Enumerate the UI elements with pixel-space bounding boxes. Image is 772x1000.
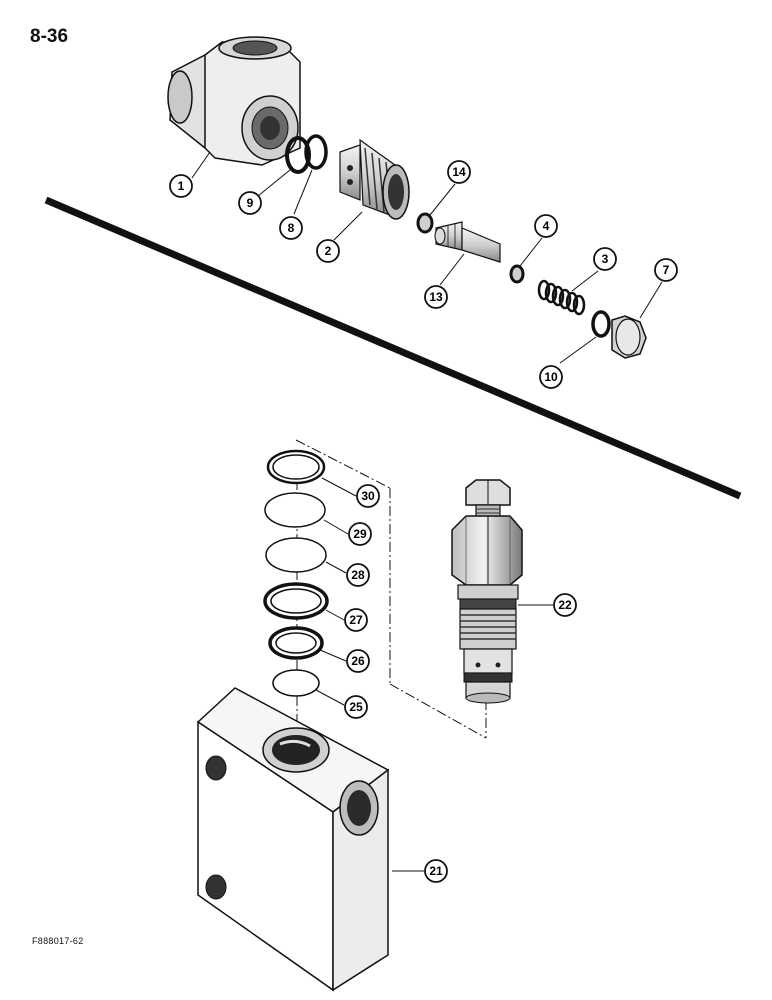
- callout-29: 29: [348, 522, 372, 546]
- svg-text:13: 13: [429, 290, 443, 304]
- part-27-o-ring: [263, 582, 329, 620]
- callout-26: 26: [346, 649, 370, 673]
- svg-text:14: 14: [452, 165, 466, 179]
- callout-7: 7: [654, 258, 678, 282]
- callout-4: 4: [534, 214, 558, 238]
- svg-text:7: 7: [663, 263, 670, 277]
- figure-code: F888017-62: [32, 936, 84, 946]
- part-14-washer: [416, 212, 434, 234]
- part-9-o-ring: [285, 136, 311, 174]
- callout-21: 21: [424, 859, 448, 883]
- svg-text:26: 26: [351, 654, 365, 668]
- page-number: 8-36: [30, 26, 69, 47]
- callout-3: 3: [593, 247, 617, 271]
- callout-2: 2: [316, 239, 340, 263]
- part-4-washer: [509, 264, 525, 284]
- callout-27: 27: [344, 608, 368, 632]
- part-22-relief-valve: [451, 479, 523, 704]
- callout-25: 25: [344, 695, 368, 719]
- part-2-cartridge: [339, 138, 410, 220]
- callout-13: 13: [424, 285, 448, 309]
- svg-text:29: 29: [353, 527, 367, 541]
- part-10-o-ring: [591, 310, 611, 338]
- callout-28: 28: [346, 563, 370, 587]
- svg-text:3: 3: [602, 252, 609, 266]
- svg-text:8: 8: [288, 221, 295, 235]
- part-8-o-ring: [304, 134, 328, 170]
- svg-text:30: 30: [361, 489, 375, 503]
- leader-lines: [191, 151, 663, 872]
- part-25-seal: [272, 669, 320, 697]
- part-29-seal: [264, 492, 326, 528]
- svg-text:1: 1: [178, 179, 185, 193]
- callout-10: 10: [539, 365, 563, 389]
- part-3-spring: [537, 279, 586, 316]
- svg-text:10: 10: [544, 370, 558, 384]
- svg-text:4: 4: [543, 219, 550, 233]
- part-7-hex-plug: [611, 315, 647, 359]
- callout-30: 30: [356, 484, 380, 508]
- part-26-backup-ring: [268, 626, 324, 660]
- callout-14: 14: [447, 160, 471, 184]
- svg-text:2: 2: [325, 244, 332, 258]
- part-13-poppet: [434, 221, 501, 263]
- part-21-manifold-block: [196, 687, 390, 992]
- svg-text:21: 21: [429, 864, 443, 878]
- section-divider-line: [44, 196, 742, 500]
- svg-text:22: 22: [558, 598, 572, 612]
- svg-text:27: 27: [349, 613, 363, 627]
- callout-22: 22: [553, 593, 577, 617]
- callout-9: 9: [238, 191, 262, 215]
- svg-text:9: 9: [247, 196, 254, 210]
- part-1-valve-body: [167, 36, 301, 166]
- part-30-backup-ring: [266, 449, 326, 485]
- callout-1: 1: [169, 174, 193, 198]
- callout-8: 8: [279, 216, 303, 240]
- svg-text:28: 28: [351, 568, 365, 582]
- part-28-seal: [265, 537, 327, 573]
- svg-text:25: 25: [349, 700, 363, 714]
